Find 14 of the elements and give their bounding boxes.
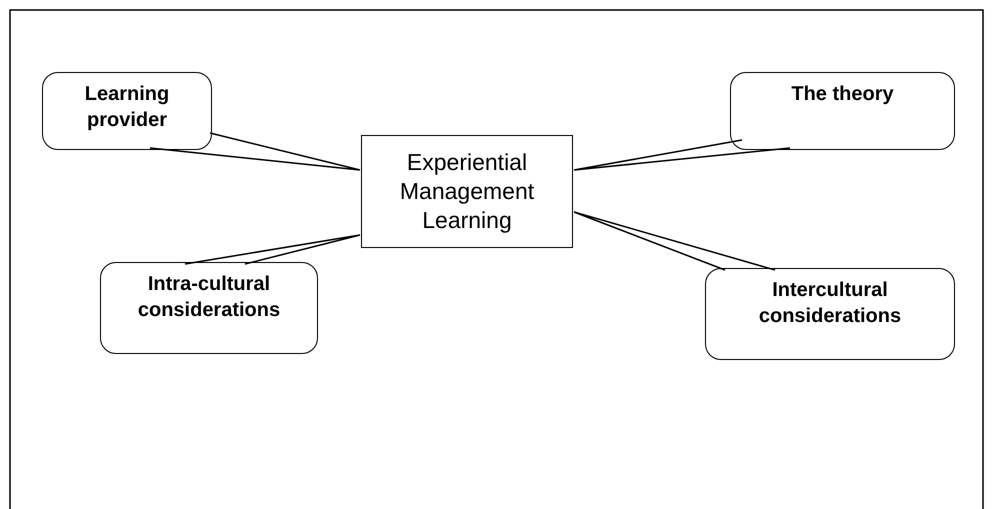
- bubble-text: Learning provider: [84, 82, 170, 133]
- speech-bubble: [100, 262, 318, 354]
- callout-tail: [149, 132, 361, 171]
- bubble-text: Intercultural considerations: [758, 278, 902, 329]
- box-text: Experiential Management Learning: [398, 148, 536, 235]
- bubble-text: The theory: [791, 82, 894, 107]
- process-box: [361, 135, 573, 248]
- callout-tail: [184, 234, 361, 265]
- speech-bubble: [705, 268, 955, 360]
- callout-tail: [573, 139, 791, 171]
- bubble-text: Intra-cultural considerations: [136, 272, 282, 323]
- callout-tail: [573, 211, 776, 271]
- speech-bubble: [42, 72, 212, 150]
- speech-bubble: [730, 72, 955, 150]
